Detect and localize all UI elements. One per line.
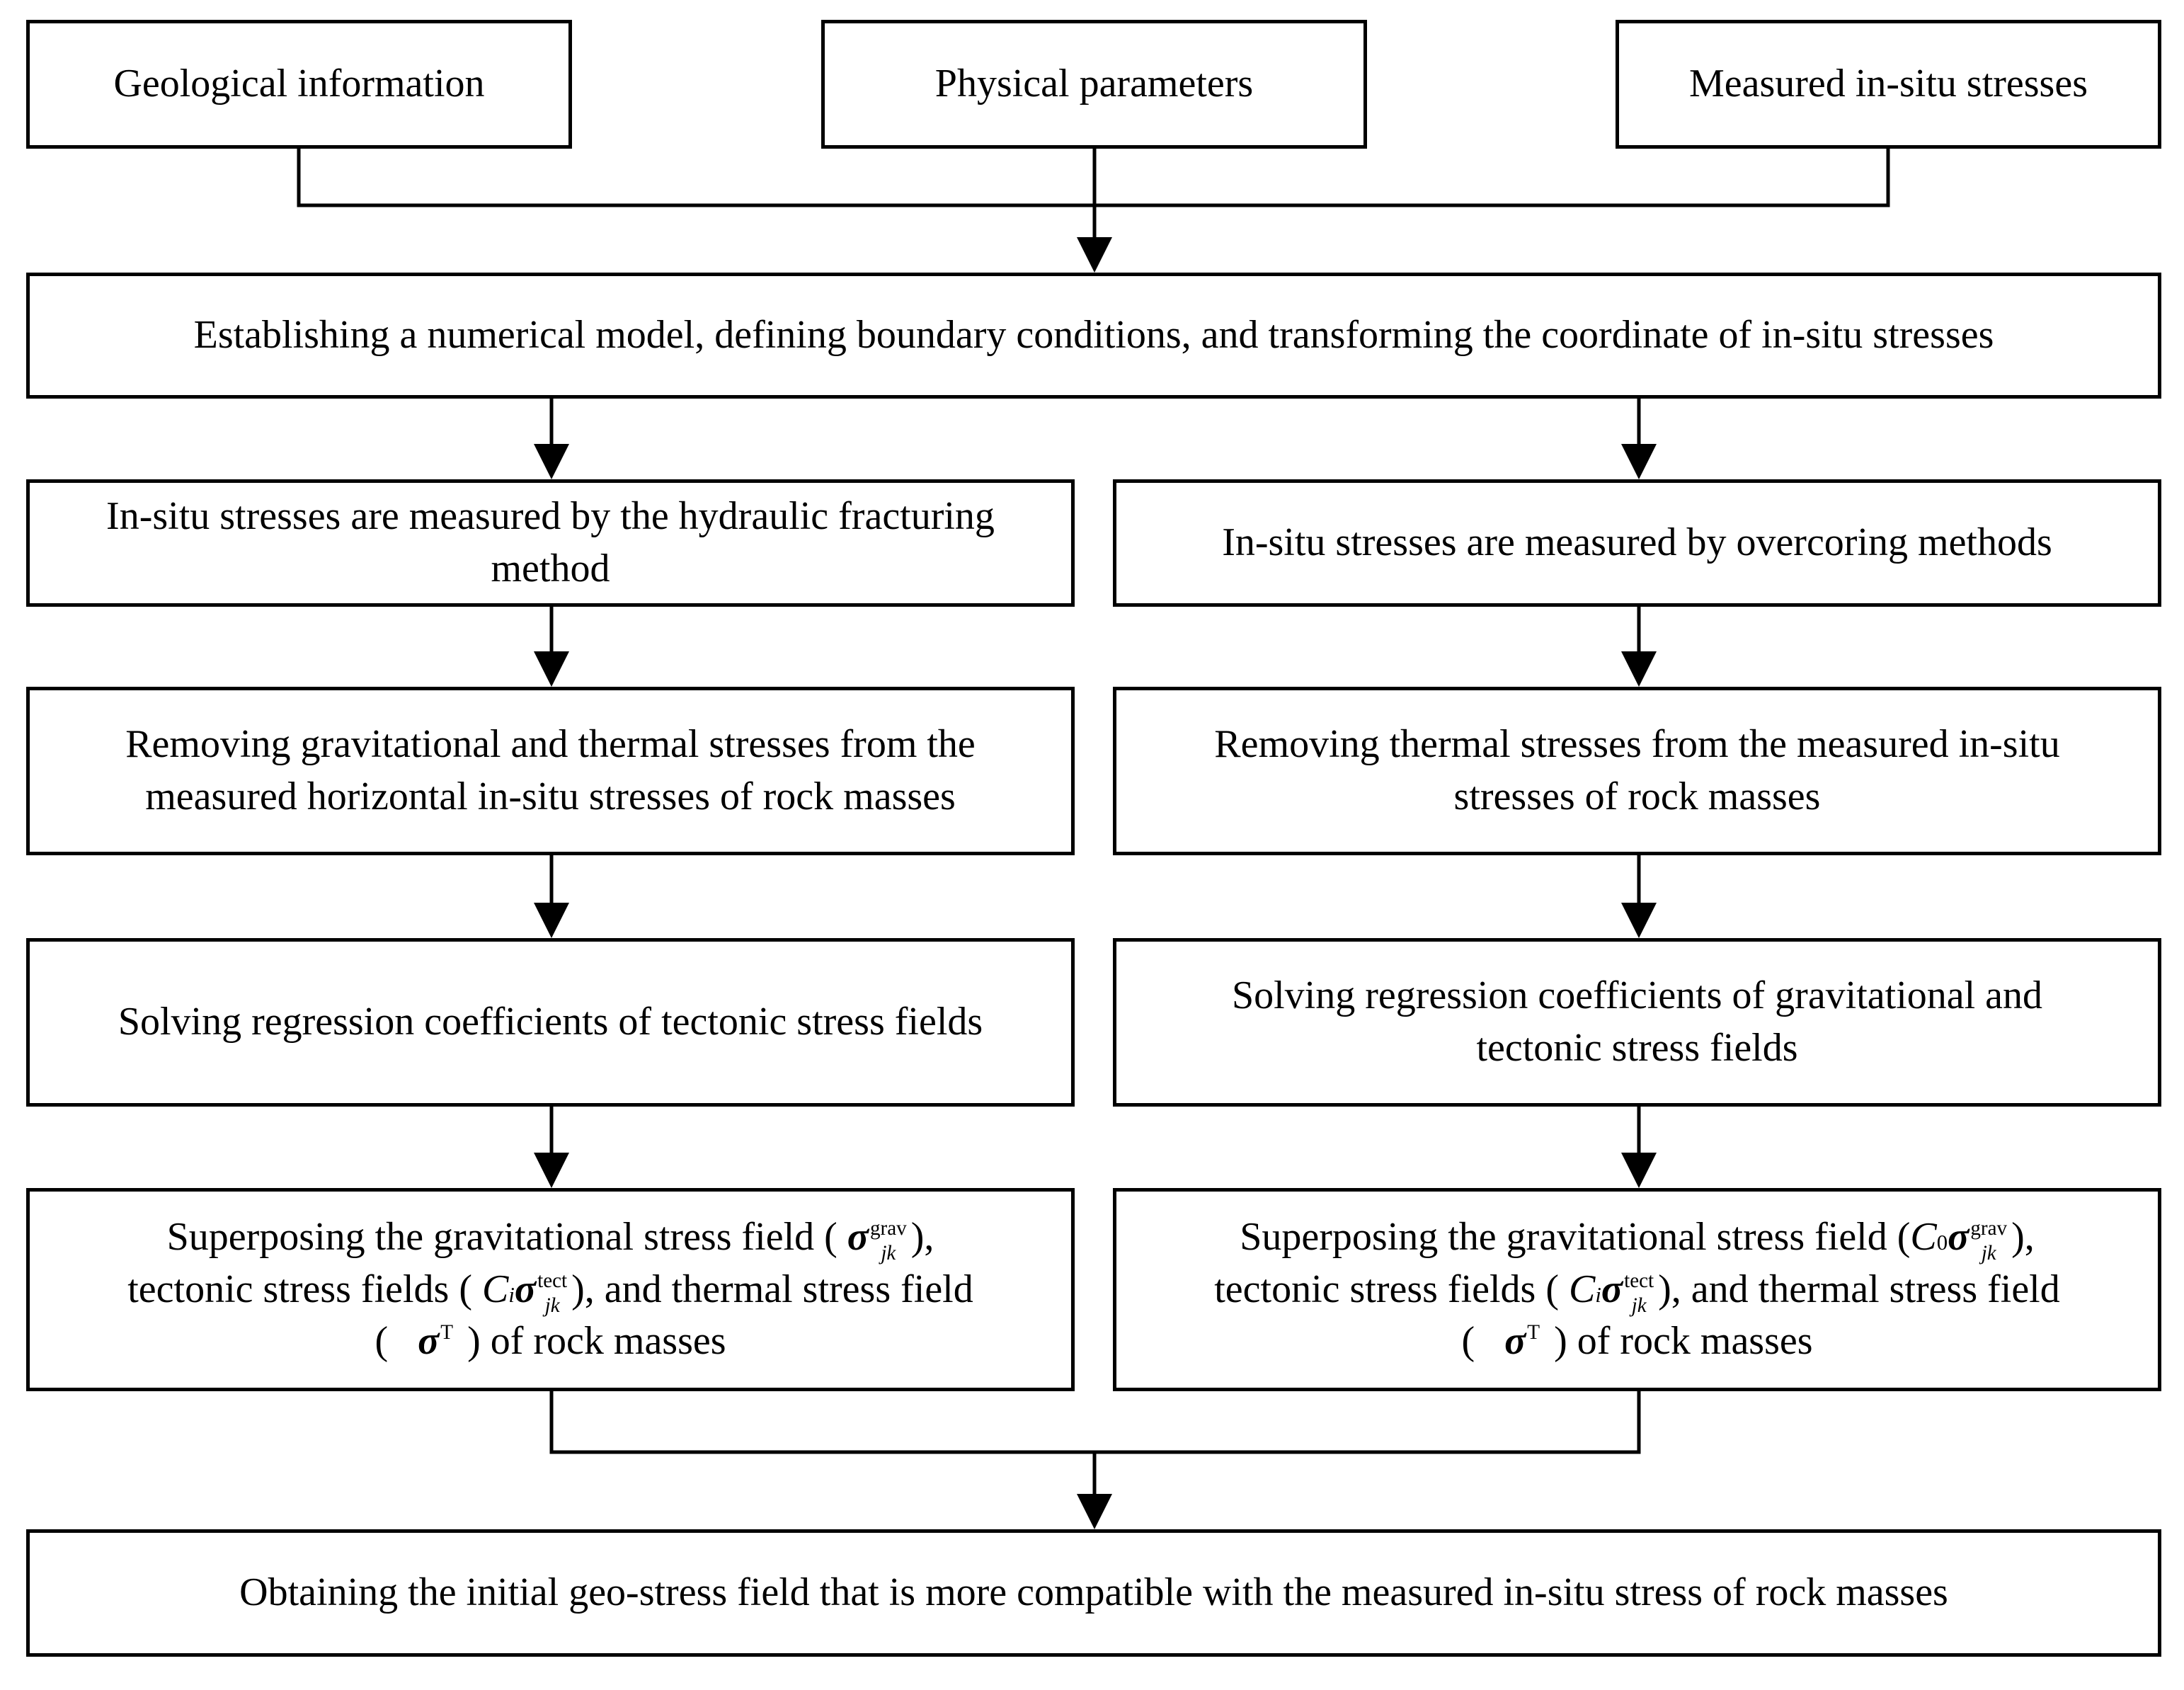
- right-remove-box: Removing thermal stresses from the measu…: [1113, 687, 2161, 855]
- physical-parameters-box: Physical parameters: [821, 20, 1367, 149]
- right-solve-line2: tectonic stress fields: [1476, 1026, 1798, 1070]
- left-remove-box: Removing gravitational and thermal stres…: [26, 687, 1075, 855]
- geological-information-label: Geological information: [113, 62, 485, 106]
- left-solve-label: Solving regression coefficients of tecto…: [118, 1000, 983, 1044]
- right-remove-line2: stresses of rock masses: [1453, 775, 1821, 818]
- numerical-model-label: Establishing a numerical model, defining…: [193, 313, 1994, 358]
- left-remove-line2: measured horizontal in-situ stresses of …: [145, 775, 956, 818]
- left-superpose-box: Superposing the gravitational stress fie…: [26, 1188, 1075, 1391]
- right-measure-label: In-situ stresses are measured by overcor…: [1222, 520, 2052, 565]
- right-superpose-line1: Superposing the gravitational stress fie…: [1240, 1214, 2035, 1264]
- right-remove-line1: Removing thermal stresses from the measu…: [1214, 722, 2060, 767]
- measured-stresses-label: Measured in-situ stresses: [1688, 62, 2088, 106]
- left-superpose-line1: Superposing the gravitational stress fie…: [166, 1214, 934, 1264]
- left-measure-line2: method: [491, 547, 610, 590]
- merge-line-bottom: [549, 1391, 1641, 1454]
- geological-information-box: Geological information: [26, 20, 572, 149]
- final-geostress-label: Obtaining the initial geo-stress field t…: [239, 1570, 1948, 1615]
- right-solve-box: Solving regression coefficients of gravi…: [1113, 938, 2161, 1107]
- numerical-model-box: Establishing a numerical model, defining…: [26, 273, 2161, 399]
- right-measure-box: In-situ stresses are measured by overcor…: [1113, 479, 2161, 607]
- left-measure-line1: In-situ stresses are measured by the hyd…: [106, 494, 995, 539]
- left-solve-box: Solving regression coefficients of tecto…: [26, 938, 1075, 1107]
- measured-stresses-box: Measured in-situ stresses: [1616, 20, 2161, 149]
- left-measure-box: In-situ stresses are measured by the hyd…: [26, 479, 1075, 607]
- left-remove-line1: Removing gravitational and thermal stres…: [125, 722, 976, 767]
- right-superpose-box: Superposing the gravitational stress fie…: [1113, 1188, 2161, 1391]
- final-geostress-box: Obtaining the initial geo-stress field t…: [26, 1529, 2161, 1657]
- right-solve-line1: Solving regression coefficients of gravi…: [1231, 974, 2043, 1018]
- physical-parameters-label: Physical parameters: [934, 62, 1254, 106]
